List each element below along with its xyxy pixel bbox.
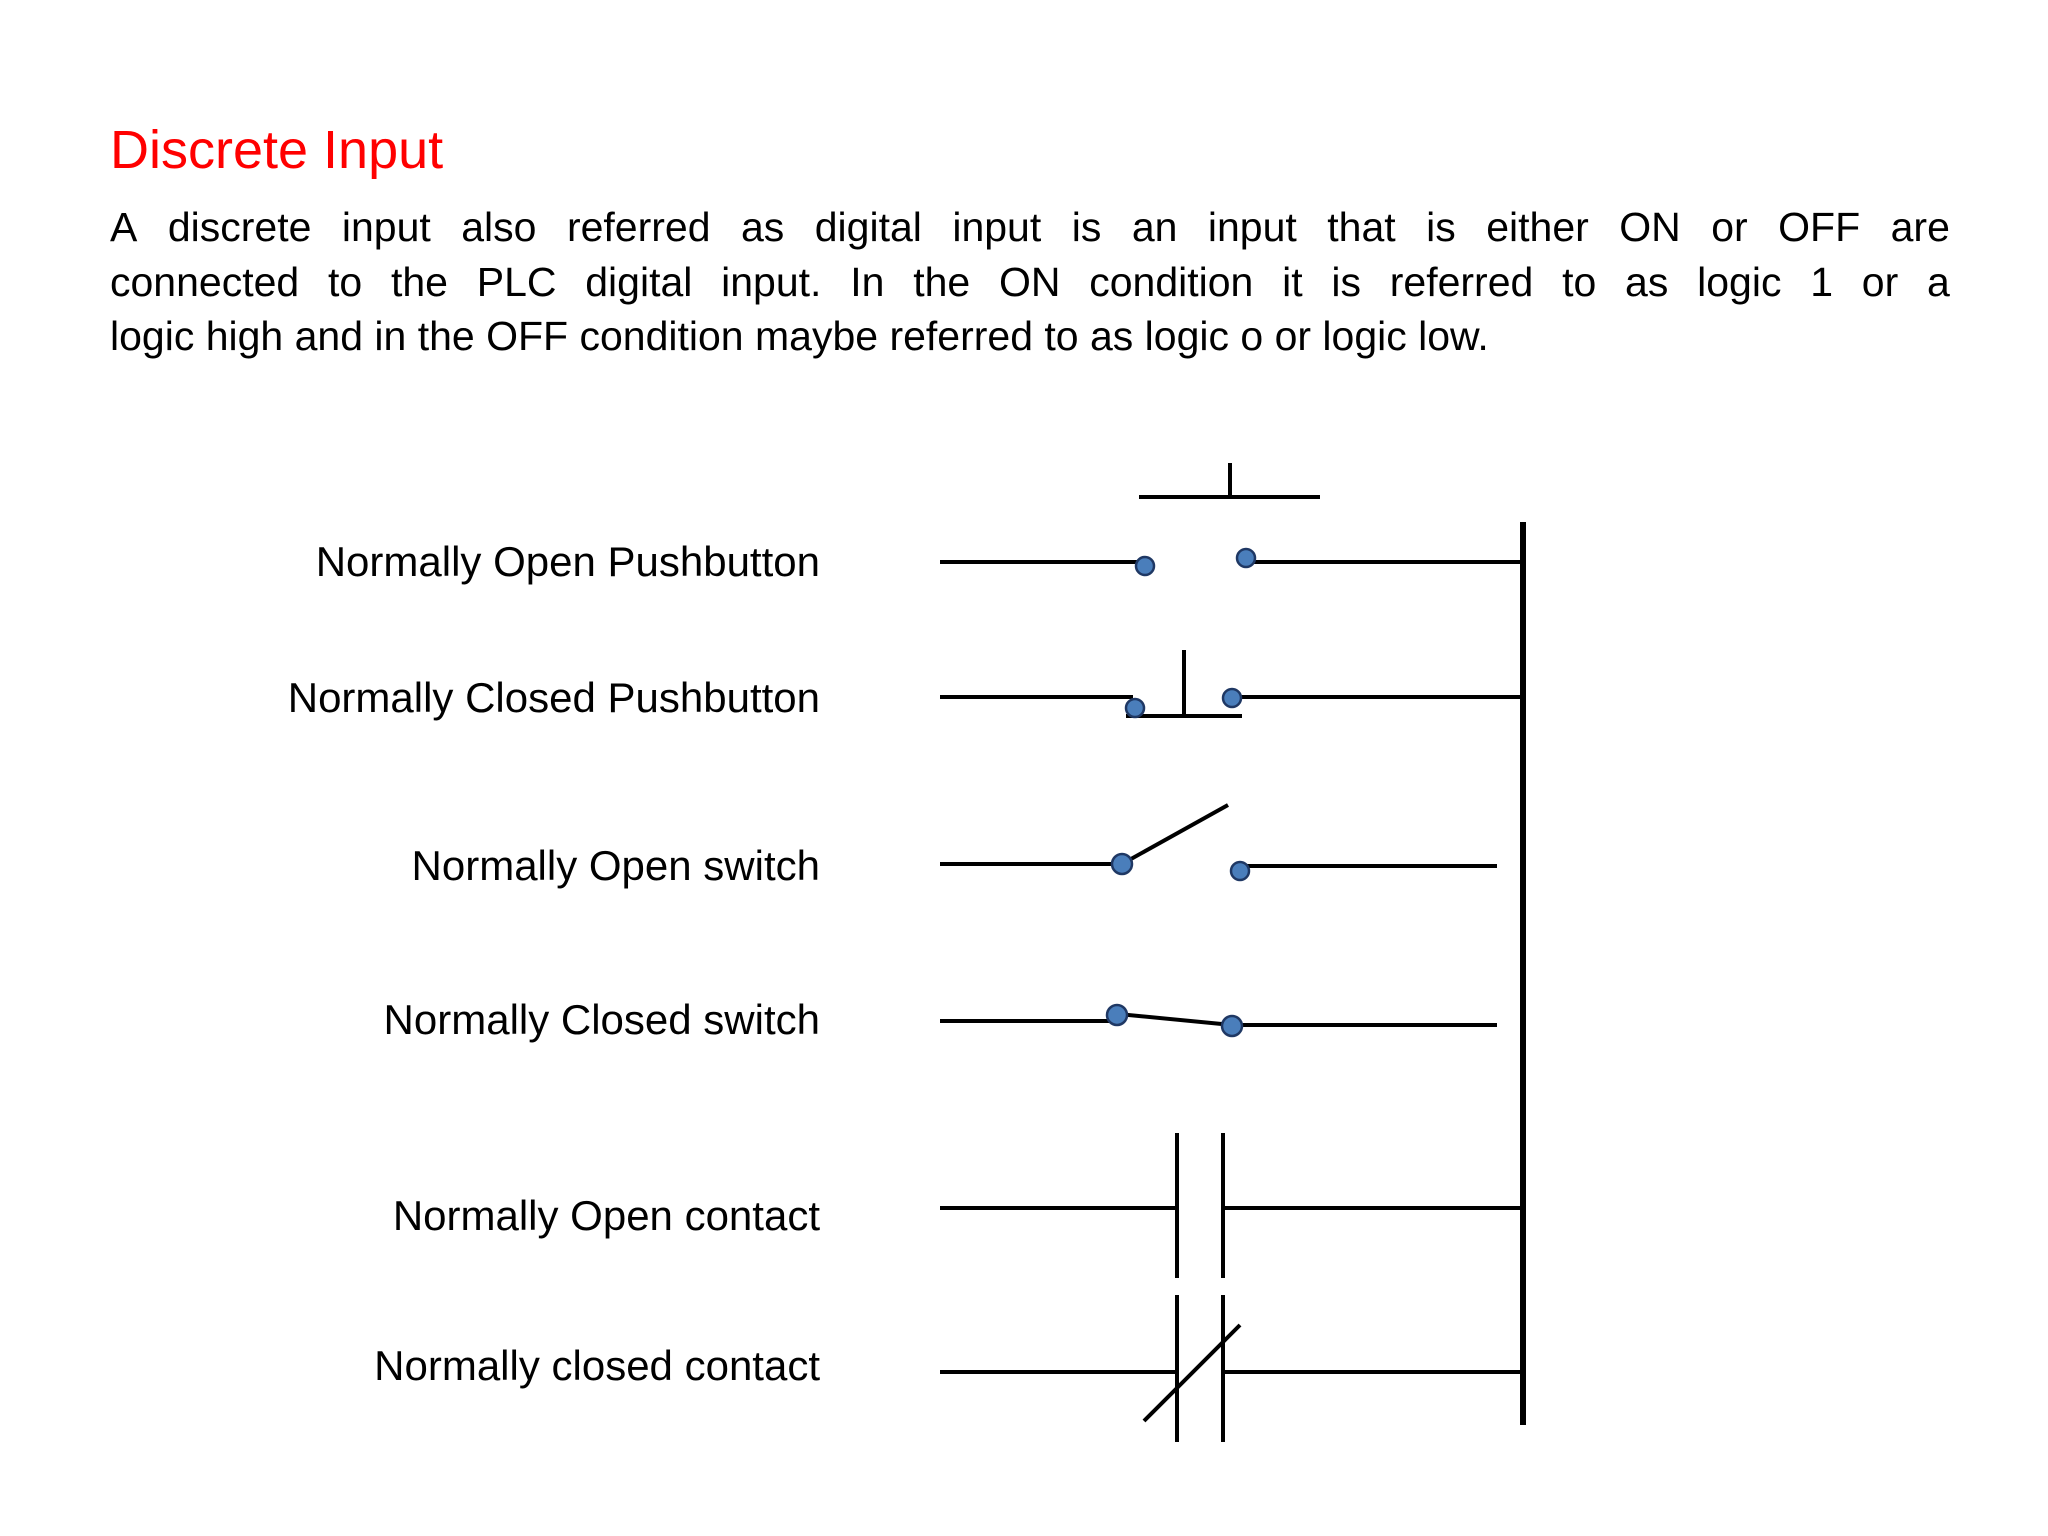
body-line-3: logic high and in the OFF condition mayb… bbox=[110, 313, 1489, 360]
row-label-normally-closed-pushbutton: Normally Closed Pushbutton bbox=[287, 674, 820, 721]
no-pb-terminal-left bbox=[1134, 555, 1156, 577]
no-sw-terminal-left bbox=[1110, 852, 1134, 876]
no-sw-blade bbox=[1121, 803, 1229, 866]
nc-sw-terminal-left bbox=[1105, 1003, 1129, 1027]
row-label-normally-open-contact: Normally Open contact bbox=[392, 1192, 820, 1239]
nc-ct-slash bbox=[1142, 1323, 1242, 1423]
nc-sw-blade bbox=[1117, 1012, 1233, 1027]
symbol-normally-open-contact bbox=[940, 1133, 1523, 1278]
symbol-normally-closed-contact bbox=[940, 1295, 1523, 1442]
symbol-normally-closed-pushbutton bbox=[940, 650, 1523, 719]
row-label-normally-closed-switch: Normally Closed switch bbox=[383, 996, 820, 1043]
symbol-normally-open-pushbutton bbox=[940, 463, 1523, 577]
page-title: Discrete Input bbox=[110, 120, 444, 180]
no-pb-terminal-right bbox=[1235, 547, 1257, 569]
symbol-normally-closed-switch bbox=[940, 1003, 1497, 1038]
row-label-normally-closed-contact: Normally closed contact bbox=[374, 1342, 820, 1389]
row-label-normally-open-switch: Normally Open switch bbox=[411, 842, 820, 889]
nc-pb-terminal-left bbox=[1124, 697, 1146, 719]
row-label-normally-open-pushbutton: Normally Open Pushbutton bbox=[315, 538, 820, 585]
nc-pb-terminal-right bbox=[1221, 687, 1243, 709]
symbol-normally-open-switch bbox=[940, 803, 1497, 882]
nc-sw-terminal-right bbox=[1220, 1014, 1244, 1038]
no-sw-terminal-right bbox=[1229, 860, 1251, 882]
